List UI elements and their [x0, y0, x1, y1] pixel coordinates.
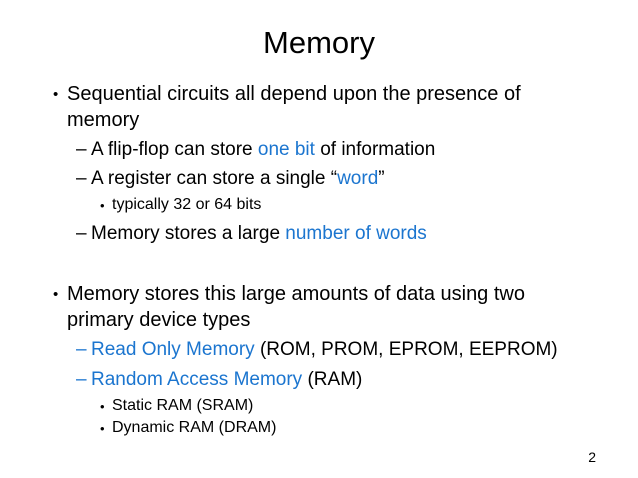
dash-icon: –	[76, 139, 87, 160]
dash-icon: –	[76, 369, 87, 390]
bullet-item-device-types: • Memory stores this large amounts of da…	[0, 281, 638, 333]
bullet-item-flip-flop: – A flip-flop can store one bit of infor…	[0, 138, 638, 162]
bullet-text: of information	[314, 139, 436, 160]
bullet-item-static-ram: • Static RAM (SRAM)	[0, 396, 638, 416]
bullet-item-typically-bits: • typically 32 or 64 bits	[0, 195, 638, 215]
bullet-text: A register can store a single “	[91, 168, 338, 189]
bullet-item-register: – A register can store a single “word”	[0, 167, 638, 191]
page-number: 2	[588, 449, 596, 465]
highlight-one-bit: one bit	[257, 139, 315, 160]
bullet-item-memory-words: – Memory stores a large number of words	[0, 222, 638, 246]
bullet-text: Sequential circuits all depend upon the …	[67, 83, 521, 131]
dash-icon: –	[76, 168, 87, 189]
bullet-text: (ROM, PROM, EPROM, EEPROM)	[254, 339, 558, 360]
bullet-text: A flip-flop can store	[91, 139, 258, 160]
highlight-read-only-memory: Read Only Memory	[91, 339, 255, 360]
bullet-text: Static RAM (SRAM)	[112, 397, 254, 414]
bullet-text: typically 32 or 64 bits	[112, 196, 262, 213]
highlight-random-access-memory: Random Access Memory	[91, 369, 303, 390]
bullet-text: ”	[378, 168, 385, 189]
bullet-text: Dynamic RAM (DRAM)	[112, 419, 277, 436]
bullet-item-random-access-memory: – Random Access Memory (RAM)	[0, 368, 638, 392]
bullet-icon: •	[53, 86, 59, 103]
bullet-icon: •	[100, 198, 105, 213]
bullet-text: Memory stores a large	[91, 223, 286, 244]
bullet-text: Memory stores this large amounts of data…	[67, 283, 525, 331]
bullet-icon: •	[100, 399, 105, 414]
highlight-number-of-words: number of words	[285, 223, 427, 244]
slide-title: Memory	[263, 25, 375, 60]
bullet-item-dynamic-ram: • Dynamic RAM (DRAM)	[0, 418, 638, 438]
dash-icon: –	[76, 223, 87, 244]
dash-icon: –	[76, 339, 87, 360]
bullet-icon: •	[100, 421, 105, 436]
bullet-text: (RAM)	[302, 369, 363, 390]
highlight-word: word	[337, 168, 379, 189]
bullet-icon: •	[53, 286, 59, 303]
bullet-item-read-only-memory: – Read Only Memory (ROM, PROM, EPROM, EE…	[0, 338, 638, 362]
bullet-item-sequential-circuits: • Sequential circuits all depend upon th…	[0, 81, 638, 133]
